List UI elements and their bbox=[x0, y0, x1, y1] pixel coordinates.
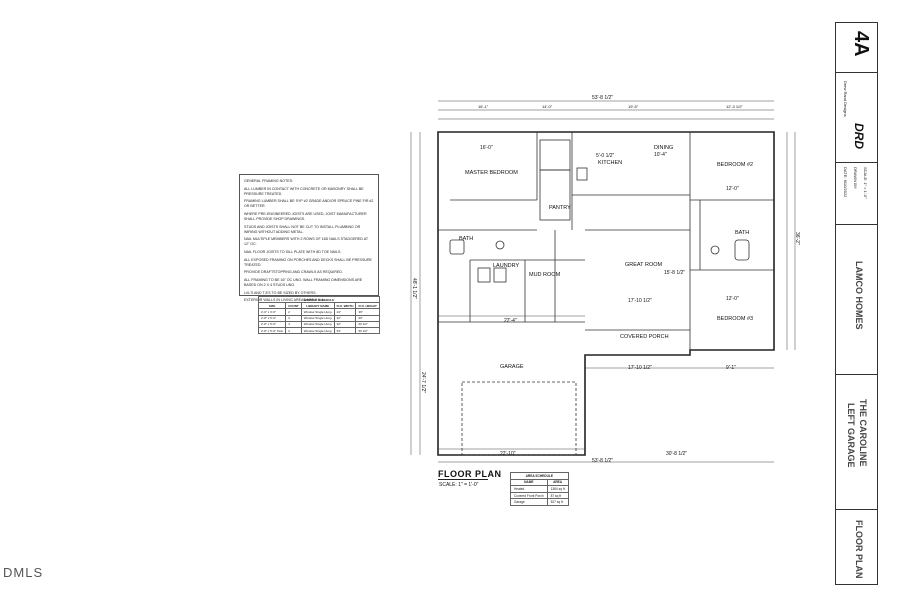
sheet-title-cell: FLOOR PLAN bbox=[836, 510, 877, 584]
room-label-bedroom3: BEDROOM #3 bbox=[717, 316, 754, 322]
table-cell: 2'-8" x 5'-0" Twin bbox=[257, 326, 287, 335]
table-header: NAME bbox=[510, 478, 548, 487]
dim-master-w: 16'-0" bbox=[480, 145, 493, 151]
framing-notes-heading: GENERAL FRAMING NOTES: bbox=[244, 179, 293, 183]
dim-kitchen-w: 5'-0 1/2" bbox=[596, 153, 615, 159]
table-cell: 1384 sq ft bbox=[546, 485, 569, 493]
dim-garage-w: 22'-4" bbox=[504, 318, 517, 324]
plan-title-underline bbox=[438, 479, 488, 480]
dim-porch-bottom: 30'-8 1/2" bbox=[666, 451, 688, 457]
project-cell: THE CAROLINE LEFT GARAGE bbox=[836, 375, 877, 510]
framing-note: FRAMING LUMBER SHALL BE SYP #2 GRADE AND… bbox=[244, 199, 374, 209]
sheet-title: FLOOR PLAN bbox=[854, 520, 864, 579]
framing-note: ALL EXPOSED FRAMING ON PORCHES AND DECKS… bbox=[244, 257, 372, 267]
room-label-bath-hall: BATH bbox=[735, 230, 750, 236]
table-cell: 3 bbox=[285, 326, 302, 335]
dim-overall-bottom: 53'-8 1/2" bbox=[592, 458, 614, 464]
garage-door bbox=[461, 381, 577, 456]
table-row: Garage 527 sq ft bbox=[510, 498, 569, 506]
room-label-pantry: PANTRY bbox=[549, 205, 571, 211]
dim-top-c: 19'-5" bbox=[628, 104, 639, 109]
framing-notes: GENERAL FRAMING NOTES: ALL LUMBER IN CON… bbox=[239, 174, 379, 302]
company-logo: 4A bbox=[850, 31, 872, 57]
table-cell: Covered Front Porch bbox=[510, 491, 548, 500]
dim-great-h: 15'-8 1/2" bbox=[664, 270, 686, 276]
project-option: LEFT GARAGE bbox=[846, 403, 856, 468]
framing-note: ALL FRAMING TO BE 16" OC UNO. WALL FRAMI… bbox=[244, 277, 363, 287]
room-label-bedroom2: BEDROOM #2 bbox=[717, 162, 754, 168]
designer-cell: DRD Drew Rand Designs bbox=[836, 73, 877, 163]
framing-note: NAIL MULTIPLE MEMBERS WITH 2 ROWS OF 16d… bbox=[244, 237, 369, 247]
plan-title: FLOOR PLAN bbox=[438, 469, 502, 479]
room-label-laundry: LAUNDRY bbox=[493, 263, 520, 269]
dim-dining-w: 10'-4" bbox=[654, 152, 667, 158]
company-logo-cell: 4A bbox=[836, 23, 877, 73]
watermark: DMLS bbox=[3, 565, 44, 580]
room-label-covered-porch: COVERED PORCH bbox=[620, 334, 669, 340]
table-header: AREA bbox=[546, 478, 569, 487]
dim-right-d: 9'-1" bbox=[726, 365, 736, 371]
dim-great-w: 17'-10 1/2" bbox=[628, 298, 652, 304]
room-label-garage: GARAGE bbox=[500, 364, 524, 370]
dim-bed2-w: 12'-0" bbox=[726, 186, 739, 192]
room-label-bath-master: BATH bbox=[459, 236, 474, 242]
framing-note: PROVIDE DRAFTSTOPPING AND CRAWLS AS REQU… bbox=[244, 270, 343, 275]
table-cell: 64" bbox=[333, 326, 357, 335]
dim-right-overall: 36'-2" bbox=[794, 232, 800, 245]
table-cell: 60 1/2" bbox=[355, 326, 380, 335]
table-row: 2'-8" x 5'-0" Twin 3 Window Single Hung … bbox=[257, 326, 380, 335]
exterior-wall bbox=[437, 131, 775, 456]
dim-left-overall: 48'-1 1/2" bbox=[411, 278, 417, 300]
table-cell: 87 sq ft bbox=[546, 491, 569, 500]
framing-note: WHERE PRE-ENGINEERED JOISTS ARE USED, JO… bbox=[244, 211, 367, 222]
plan-scale: SCALE: 1" = 1'-0" bbox=[439, 482, 479, 488]
area-schedule-title: AREA SCHEDULE bbox=[510, 472, 569, 480]
window-schedule-table: WINDOW SCHEDULE SIZE COUNT LIBRARY NAME … bbox=[257, 295, 380, 335]
project-name: THE CAROLINE bbox=[858, 399, 868, 467]
designer-info: Drew Rand Designs bbox=[843, 81, 848, 117]
sheet-scale: SCALE: 1" = 1'-0" bbox=[863, 167, 868, 199]
table-cell: Garage bbox=[510, 498, 548, 506]
dim-top-b: 14'-0" bbox=[542, 104, 553, 109]
room-label-great-room: GREAT ROOM bbox=[625, 262, 663, 268]
area-schedule-table: AREA SCHEDULE NAME AREA Heated 1384 sq f… bbox=[510, 472, 569, 506]
dim-top-a: 16'-1" bbox=[478, 104, 489, 109]
dim-overall-top: 53'-8 1/2" bbox=[592, 95, 614, 101]
framing-note: STUDS AND JOISTS SHALL NOT BE CUT TO INS… bbox=[244, 224, 361, 234]
dim-porch-w: 17'-10 1/2" bbox=[628, 365, 652, 371]
room-label-master-bedroom: MASTER BEDROOM bbox=[465, 170, 518, 176]
table-row: 2'-8" x 5'-0" 3 Window Single Hung 32" 6… bbox=[257, 314, 380, 322]
table-cell: Window Single Hung bbox=[300, 326, 335, 335]
client-name: LAMCO HOMES bbox=[854, 261, 864, 330]
designer-logo: DRD bbox=[852, 123, 866, 149]
drawn-by: DRAWN BY: bbox=[853, 167, 858, 190]
dim-garage-h: 24'-7 1/2" bbox=[420, 372, 426, 394]
sheet-date: DATE: 6/10/2022 bbox=[843, 167, 848, 198]
framing-note: ALL LUMBER IN CONTACT WITH CONCRETE OR M… bbox=[244, 186, 364, 196]
table-cell: Heated bbox=[510, 485, 548, 493]
room-label-mud-room: MUD ROOM bbox=[529, 272, 561, 278]
dim-bed3-w: 12'-0" bbox=[726, 296, 739, 302]
framing-note: NAIL FLOOR JOISTS TO SILL PLATE WITH 8d … bbox=[244, 250, 342, 255]
room-label-kitchen: KITCHEN bbox=[598, 160, 623, 166]
info-cell: SCALE: 1" = 1'-0" DRAWN BY: DATE: 6/10/2… bbox=[836, 163, 877, 225]
dim-garage-bottom: 22'-10" bbox=[500, 451, 516, 457]
client-cell: LAMCO HOMES bbox=[836, 225, 877, 375]
table-row: Covered Front Porch 87 sq ft bbox=[510, 491, 569, 500]
table-cell: 527 sq ft bbox=[546, 498, 569, 506]
framing-note: LVL'S AND TJI'S TO BE SIZED BY OTHERS. bbox=[244, 290, 317, 295]
dim-top-d: 12'-3 1/2" bbox=[726, 104, 743, 109]
room-label-dining: DINING bbox=[654, 145, 674, 151]
table-row: 2'-0" x 3'-0" 2 Window Single Hung 24" 3… bbox=[257, 308, 380, 316]
table-row: Heated 1384 sq ft bbox=[510, 485, 569, 493]
title-block: 4A DRD Drew Rand Designs SCALE: 1" = 1'-… bbox=[835, 22, 878, 585]
